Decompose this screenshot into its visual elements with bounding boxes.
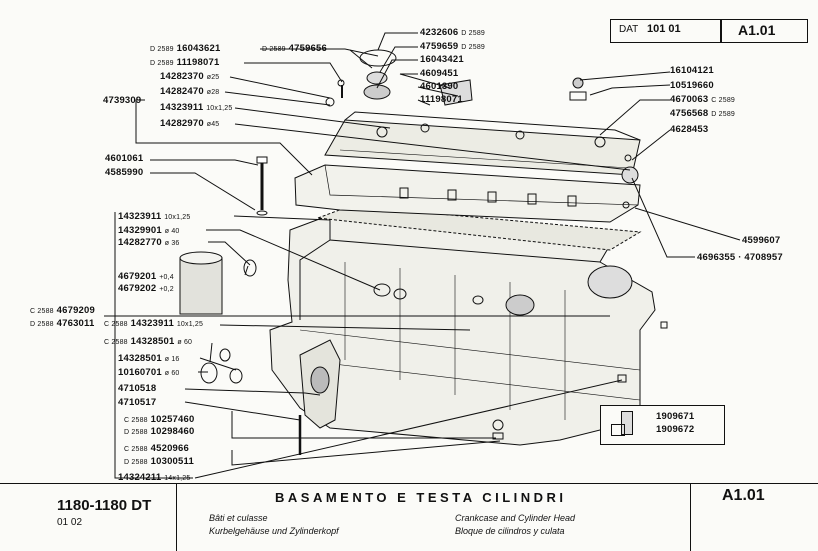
part-label-10519660: 10519660	[670, 80, 714, 91]
title-en: Crankcase and Cylinder Head	[455, 513, 576, 523]
part-label-14328501-16: 14328501 ø 16	[118, 353, 180, 364]
footer-page-code: A1.01	[722, 487, 765, 504]
model-name: 1180-1180 DT	[57, 497, 152, 514]
model-sub: 01 02	[57, 517, 83, 528]
dat-box: DAT 101 01	[610, 19, 722, 43]
part-label-14282470: 14282470 ø28	[160, 86, 220, 97]
part-label-4759656: D 2589 4759656	[262, 43, 328, 54]
part-label-4670063: 4670063 C 2589	[670, 94, 736, 105]
title-de: Kurbelgehäuse und Zylinderkopf	[209, 526, 339, 536]
dat-label: DAT	[619, 24, 639, 35]
part-label-4628453: 4628453	[670, 124, 709, 135]
part-label-4710517: 4710517	[118, 397, 157, 408]
page-code-box: A1.01	[720, 19, 808, 43]
part-label-4679201: 4679201 +0,4	[118, 271, 174, 282]
part-label-10257460: C 2588 10257460	[124, 414, 195, 425]
title-es: Bloque de cilindros y culata	[455, 526, 565, 536]
part-label-4609451: 4609451	[420, 68, 459, 79]
part-label-14282370: 14282370 ø25	[160, 71, 220, 82]
inset-box	[600, 405, 725, 445]
part-label-4679202: 4679202 +0,2	[118, 283, 174, 294]
part-label-4520966: C 2588 4520966	[124, 443, 190, 454]
part-label-4585990: 4585990	[105, 167, 144, 178]
part-label-14282770: 14282770 ø 36	[118, 237, 180, 248]
part-label-4679209: C 2588 4679209	[30, 305, 96, 316]
part-label-4759659: 4759659 D 2589	[420, 41, 486, 52]
part-label-14323911-block: 14323911 10x1,25	[118, 211, 191, 222]
part-label-4601061: 4601061	[105, 153, 144, 164]
part-label-4756568: 4756568 D 2589	[670, 108, 736, 119]
part-label-16043421: 16043421	[420, 54, 464, 65]
footer-divider-left	[176, 483, 177, 551]
part-label-16104121: 16104121	[670, 65, 714, 76]
part-label-4601390: 4601390	[420, 81, 459, 92]
part-label-14324211: 14324211 14x1,25	[118, 472, 191, 483]
part-label-14323911-head: 14323911 10x1,25	[160, 102, 233, 113]
part-label-4696355-4708957: 4696355 · 4708957	[697, 252, 783, 263]
part-label-14323911-cover: C 2588 14323911 10x1,25	[104, 318, 204, 329]
part-label-4739309: 4739309	[103, 95, 142, 106]
part-label-4710518: 4710518	[118, 383, 157, 394]
dat-number: 101 01	[647, 23, 681, 35]
page-code: A1.01	[738, 22, 776, 38]
part-label-1909671: 1909671	[656, 411, 695, 422]
part-label-10160701: 10160701 ø 60	[118, 367, 180, 378]
part-label-10300511: D 2588 10300511	[124, 456, 194, 467]
part-label-4599607: 4599607	[742, 235, 781, 246]
part-label-14329901: 14329901 ø 40	[118, 225, 180, 236]
footer-rule	[0, 483, 818, 484]
part-label-4232606: 4232606 D 2589	[420, 27, 486, 38]
part-label-1909672: 1909672	[656, 424, 695, 435]
part-label-16043621: D 2589 16043621	[150, 43, 221, 54]
footer-divider-right	[690, 483, 691, 551]
part-label-10298460: D 2588 10298460	[124, 426, 195, 437]
inset-tool-icon	[611, 424, 625, 436]
title-fr: Bâti et culasse	[209, 513, 268, 523]
part-label-11198071-left: D 2589 11198071	[150, 57, 220, 68]
part-label-14282970: 14282970 ø45	[160, 118, 220, 129]
part-label-4763011: D 2588 4763011	[30, 318, 95, 329]
part-label-11198071-right: 11198071	[420, 94, 463, 105]
part-label-14328501-60: C 2588 14328501 ø 60	[104, 336, 193, 347]
page-title: BASAMENTO E TESTA CILINDRI	[275, 490, 567, 505]
